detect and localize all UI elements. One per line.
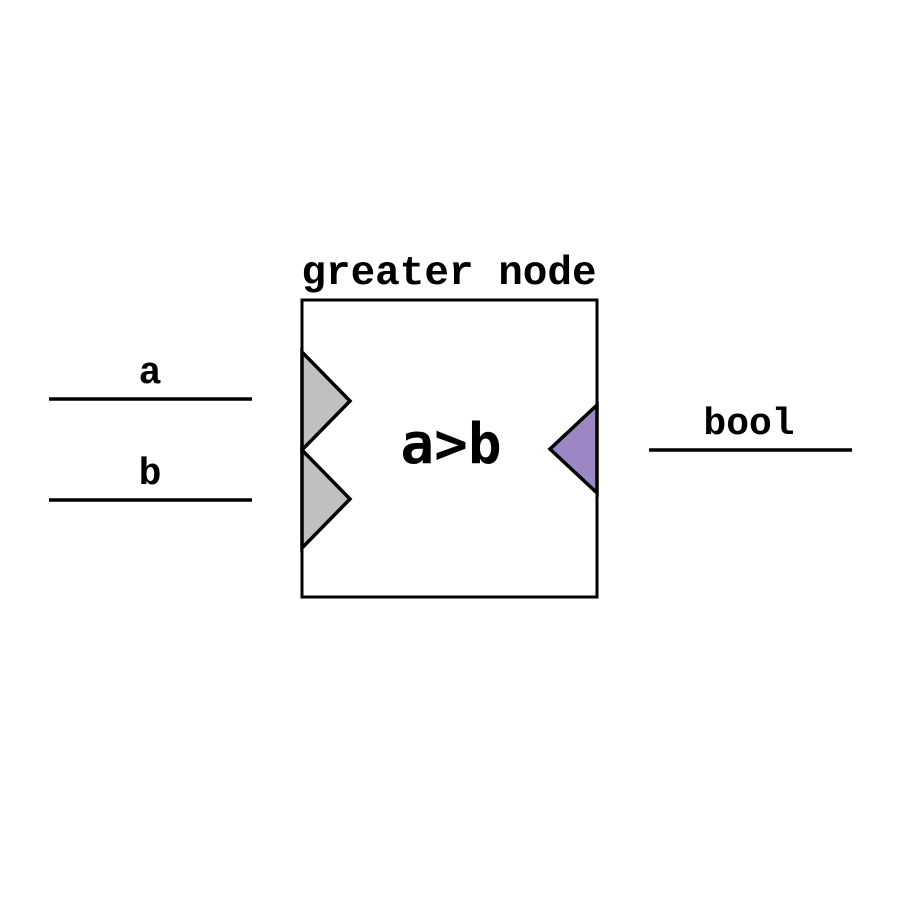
- input-b: b: [49, 453, 252, 502]
- input-port-a-icon[interactable]: [300, 347, 353, 455]
- node-title: greater node: [301, 251, 596, 297]
- output-bool-label: bool: [703, 403, 794, 446]
- node-body[interactable]: [300, 298, 599, 599]
- node-expression: a>b: [400, 412, 501, 477]
- input-port-b-icon[interactable]: [300, 445, 353, 553]
- input-b-label: b: [139, 453, 162, 496]
- output-bool: bool: [649, 403, 852, 452]
- input-a: a: [49, 352, 252, 401]
- output-port-icon[interactable]: [547, 400, 599, 498]
- input-a-label: a: [139, 352, 162, 395]
